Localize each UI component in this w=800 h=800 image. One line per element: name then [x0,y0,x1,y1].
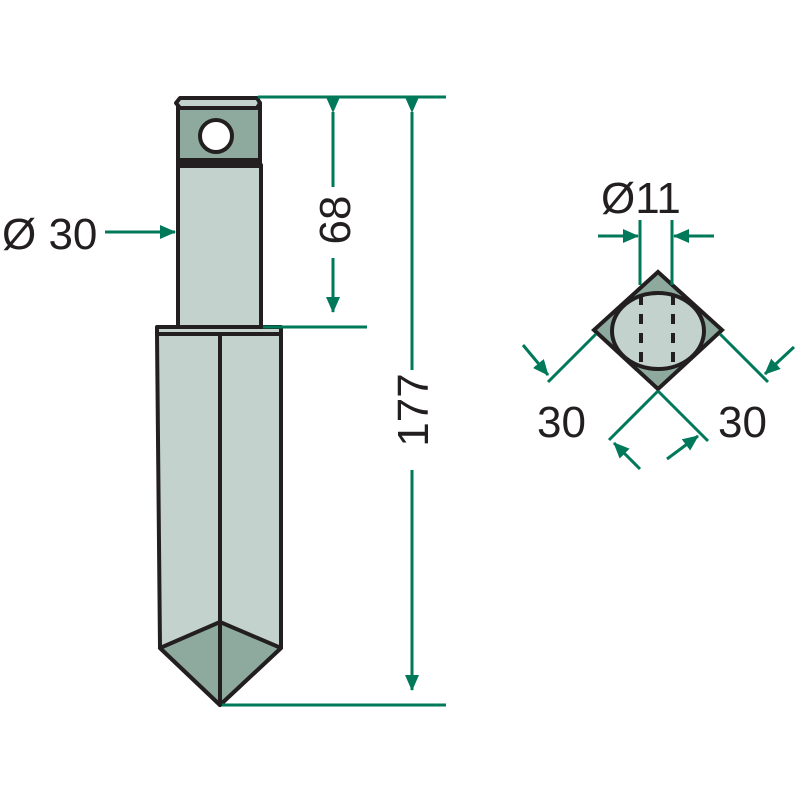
length-177-label: 177 [389,373,438,446]
point-right-facet [218,620,283,707]
pin-hole [198,118,234,154]
top-rim [174,96,262,110]
shaft [176,163,263,330]
section-dimensions [521,220,796,471]
part-dimensions [105,95,446,707]
cross-section [591,269,725,392]
length-68-label: 68 [311,196,360,245]
diameter-30-label: Ø 30 [2,210,97,259]
tine-part [155,96,283,707]
hidden-hole-lines [639,295,675,370]
head-band [176,158,262,168]
hole-circle [610,291,706,371]
width-right-label: 30 [718,398,767,447]
hole-diameter-label: Ø11 [601,174,681,223]
width-left-label: 30 [537,398,586,447]
